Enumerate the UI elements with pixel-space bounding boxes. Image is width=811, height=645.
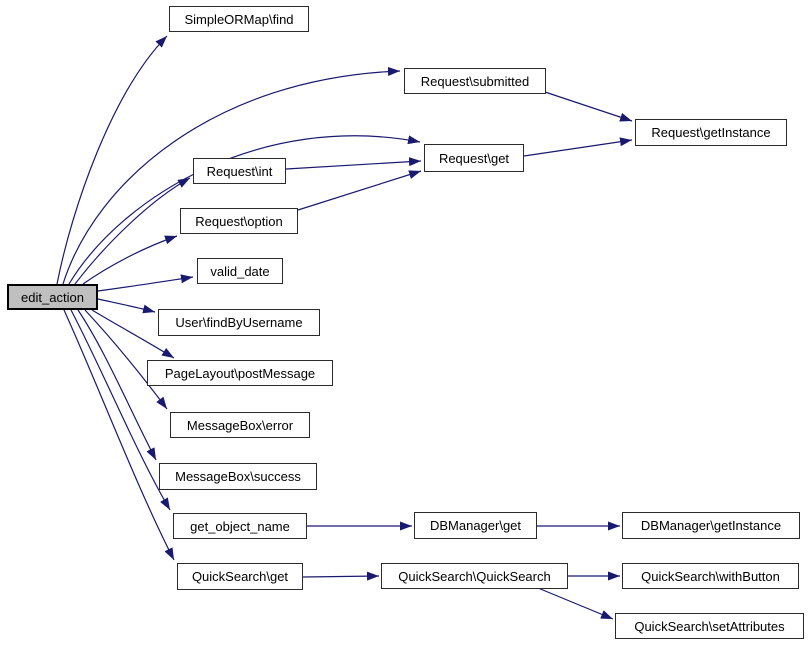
node-label: valid_date [210,263,270,279]
edge-edit_action-to-quicksearch-get [63,309,175,561]
node-request-option[interactable]: Request\option [180,208,298,234]
edge-edit_action-to-request-int [74,177,191,285]
edge-quicksearch-get-to-quicksearch-quicksearch [302,571,380,581]
edge-edit_action-to-user-findbyusername [97,298,156,314]
node-quicksearch-quicksearch[interactable]: QuickSearch\QuickSearch [381,563,568,589]
node-get-object-name[interactable]: get_object_name [173,513,307,539]
edge-request-int-to-request-get [285,157,422,170]
edge-edit_action-to-messagebox-error [84,309,168,410]
edge-edit_action-to-request-submitted [62,66,401,285]
edge-edit_action-to-simpleormap-find [56,35,168,285]
edge-request-submitted-to-request-getinstance [544,91,633,122]
node-label: QuickSearch\setAttributes [634,618,785,634]
node-quicksearch-get[interactable]: QuickSearch\get [177,563,303,590]
edge-edit_action-to-valid_date [97,274,194,292]
node-label: MessageBox\success [175,469,301,484]
node-label: Request\option [195,213,283,229]
node-label: QuickSearch\get [191,569,289,584]
node-quicksearch-setattributes[interactable]: QuickSearch\setAttributes [615,613,804,639]
edge-edit_action-to-messagebox-success [77,309,157,461]
node-label: DBManager\get [429,518,522,533]
node-edit-action[interactable]: edit_action [7,284,98,310]
node-dbmanager-getinstance[interactable]: DBManager\getInstance [622,512,800,539]
node-request-int[interactable]: Request\int [193,158,286,184]
node-label: QuickSearch\withButton [641,568,780,584]
edge-edit_action-to-get_object_name [70,309,171,511]
node-label: DBManager\getInstance [640,518,782,533]
edge-edit_action-to-pagelayout-postmessage [91,309,175,359]
node-simpleormap-find[interactable]: SimpleORMap\find [169,6,309,32]
edge-request-get-to-request-getinstance [523,137,633,157]
node-request-getinstance[interactable]: Request\getInstance [635,119,787,146]
edge-edit_action-to-request-option [82,235,178,285]
node-messagebox-error[interactable]: MessageBox\error [170,412,310,438]
node-label: PageLayout\postMessage [164,365,316,381]
node-label: edit_action [21,289,84,305]
node-label: QuickSearch\QuickSearch [398,568,551,584]
node-label: User\findByUsername [175,315,303,330]
node-label: MessageBox\error [186,417,294,433]
node-label: get_object_name [190,518,290,534]
node-label: Request\get [438,150,510,166]
node-label: Request\submitted [420,73,530,89]
node-pagelayout-postmessage[interactable]: PageLayout\postMessage [147,360,333,386]
node-label: SimpleORMap\find [184,11,294,27]
node-label: Request\int [206,163,273,179]
edge-quicksearch-quicksearch-to-setattributes [537,587,614,620]
node-valid-date[interactable]: valid_date [197,258,283,284]
node-messagebox-success[interactable]: MessageBox\success [159,463,317,490]
node-label: Request\getInstance [651,125,771,140]
edge-request-option-to-request-get [297,170,422,211]
node-request-submitted[interactable]: Request\submitted [404,68,546,94]
node-dbmanager-get[interactable]: DBManager\get [414,512,537,539]
node-request-get[interactable]: Request\get [424,144,524,172]
node-user-findbyusername[interactable]: User\findByUsername [158,309,320,336]
node-quicksearch-withbutton[interactable]: QuickSearch\withButton [622,563,799,589]
